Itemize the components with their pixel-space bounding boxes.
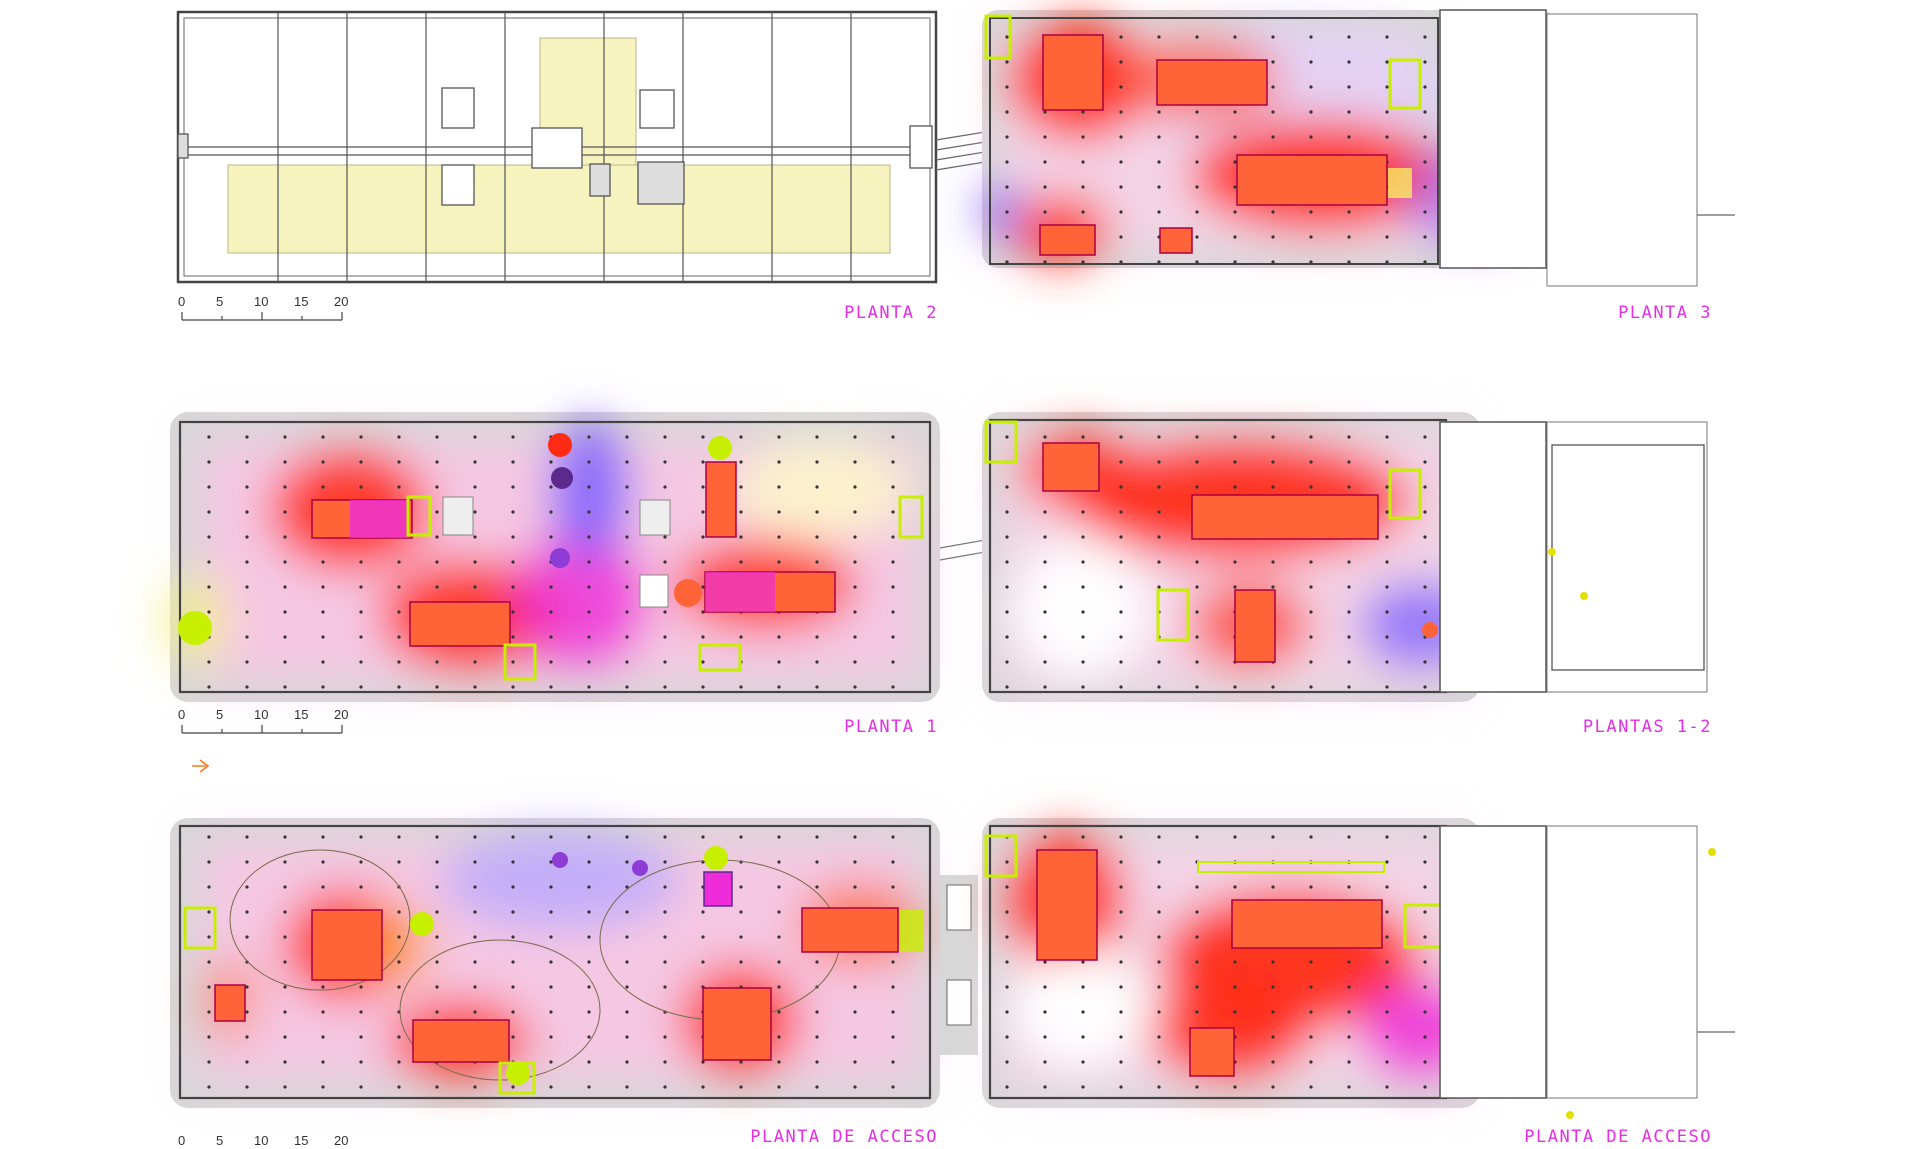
objects-plantas-1-2: [984, 420, 1438, 663]
bridge-connector: [935, 131, 986, 171]
scale-bar-1: 0 5 10 15 20: [178, 294, 348, 321]
plan-planta-3: [980, 9, 1735, 287]
scale-tick-5: 5: [216, 1133, 223, 1148]
objects-planta-3: [984, 14, 1422, 256]
label-planta-2: PLANTA 2: [844, 303, 938, 323]
north-arrow-icon: [192, 759, 210, 773]
scale-tick-10: 10: [254, 1133, 268, 1148]
scale-bar-2: 0 5 10 15 20: [178, 707, 348, 734]
scale-tick-0: 0: [178, 294, 185, 309]
scale-tick-0: 0: [178, 707, 185, 722]
label-planta-de-acceso-left: PLANTA DE ACCESO: [750, 1127, 938, 1147]
scale-tick-15: 15: [294, 707, 308, 722]
scale-tick-15: 15: [294, 1133, 308, 1148]
scale-tick-5: 5: [216, 707, 223, 722]
plan-plantas-1-2: [982, 412, 1708, 702]
label-planta-3: PLANTA 3: [1618, 303, 1712, 323]
stair-elements: [177, 87, 933, 206]
plan-planta-1: [165, 412, 986, 702]
scale-tick-0: 0: [178, 1133, 185, 1148]
plan-acceso-left: [170, 818, 978, 1108]
label-planta-1: PLANTA 1: [844, 717, 938, 737]
scale-tick-15: 15: [294, 294, 308, 309]
scale-tick-5: 5: [216, 294, 223, 309]
objects-planta-1: [178, 433, 924, 681]
objects-acceso-right: [984, 834, 1443, 1077]
scale-tick-10: 10: [254, 294, 268, 309]
scale-tick-10: 10: [254, 707, 268, 722]
label-planta-de-acceso-right: PLANTA DE ACCESO: [1524, 1127, 1712, 1147]
label-plantas-1-2: PLANTAS 1-2: [1583, 717, 1712, 737]
bridge-connector-2: [939, 539, 986, 561]
scale-tick-20: 20: [334, 1133, 348, 1148]
scale-tick-20: 20: [334, 294, 348, 309]
plan-acceso-right: [982, 818, 1735, 1119]
scale-bar-3: 0 5 10 15 20: [178, 1133, 348, 1148]
plan-planta-2: [176, 10, 986, 284]
scale-tick-20: 20: [334, 707, 348, 722]
